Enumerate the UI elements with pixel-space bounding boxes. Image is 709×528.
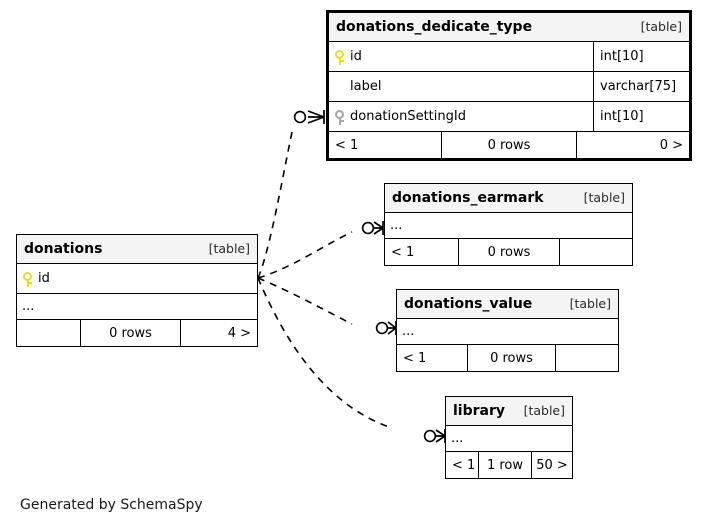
table-node-donations_earmark[interactable]: donations_earmark [table] ... < 1 0 rows — [384, 183, 633, 266]
footer-parent-count: < 1 — [452, 457, 476, 473]
column-name-cell: ... — [402, 324, 415, 339]
column-name-cell: ... — [451, 431, 464, 446]
table-header: library [table] — [446, 397, 572, 426]
relationship-donations-to-donations_value — [257, 277, 397, 335]
table-node-donations_value[interactable]: donations_value [table] ... < 1 0 rows — [396, 289, 619, 372]
table-kind-label: [table] — [583, 189, 625, 205]
footer-parent-count: < 1 — [403, 350, 427, 366]
table-row[interactable]: ... — [397, 319, 618, 345]
column-name: donationSettingId — [350, 109, 466, 124]
table-title: donations — [24, 241, 103, 257]
table-kind-label: [table] — [569, 295, 611, 311]
table-footer: < 1 1 row 50 > — [446, 452, 572, 478]
table-title: library — [453, 403, 506, 419]
table-row[interactable]: ... — [17, 294, 257, 320]
footer-child-count: 4 > — [227, 325, 251, 341]
relationship-donations-to-donations_earmark — [257, 221, 384, 279]
column-name-cell: id — [329, 42, 593, 71]
footer-row-count: 1 row — [478, 452, 532, 478]
foreign-key-icon — [335, 109, 346, 125]
footer-row-count: 0 rows — [458, 239, 560, 265]
table-kind-label: [table] — [640, 18, 682, 34]
table-kind-label: [table] — [523, 402, 565, 418]
column-type-cell: int[10] — [593, 42, 689, 71]
table-row[interactable]: ... — [385, 213, 632, 239]
table-title: donations_value — [404, 296, 533, 312]
column-type-cell: varchar[75] — [593, 72, 689, 101]
table-kind-label: [table] — [208, 240, 250, 256]
column-name-cell: ... — [390, 218, 403, 233]
footer-child-count — [556, 345, 618, 371]
column-name: label — [350, 79, 382, 94]
primary-key-icon — [23, 271, 34, 287]
footer-row-count: 0 rows — [80, 320, 181, 346]
column-name-cell: ... — [22, 299, 35, 314]
column-name-cell: label — [329, 72, 593, 101]
footer-child-count: 0 > — [659, 137, 683, 153]
relationship-donations-to-donations_dedicate_type — [257, 110, 325, 279]
column-type-cell: int[10] — [593, 102, 689, 131]
table-row[interactable]: id int[10] — [329, 42, 689, 72]
table-title: donations_dedicate_type — [336, 19, 533, 35]
column-name: id — [38, 271, 50, 286]
footer-child-count — [560, 239, 632, 265]
footer-parent-count — [17, 320, 80, 346]
table-header: donations_earmark [table] — [385, 184, 632, 213]
table-header: donations_dedicate_type [table] — [329, 13, 689, 42]
table-title: donations_earmark — [392, 190, 544, 206]
table-row[interactable]: id — [17, 264, 257, 294]
footer-child-count: 50 > — [536, 457, 568, 473]
table-footer: 0 rows 4 > — [17, 320, 257, 346]
table-node-donations_dedicate_type[interactable]: donations_dedicate_type [table] id int[1… — [326, 10, 692, 161]
footer-parent-count: < 1 — [391, 244, 415, 260]
footer-row-count: 0 rows — [467, 345, 556, 371]
column-name-cell: id — [17, 264, 257, 293]
table-footer: < 1 0 rows — [397, 345, 618, 371]
column-name: id — [350, 49, 362, 64]
footer-parent-count: < 1 — [335, 137, 359, 153]
table-row[interactable]: donationSettingId int[10] — [329, 102, 689, 132]
table-node-library[interactable]: library [table] ... < 1 1 row 50 > — [445, 396, 573, 479]
table-footer: < 1 0 rows — [385, 239, 632, 265]
no-key-spacer-icon — [335, 79, 346, 95]
table-node-donations[interactable]: donations [table] id ... 0 rows 4 > — [16, 234, 258, 347]
primary-key-icon — [335, 49, 346, 65]
table-header: donations_value [table] — [397, 290, 618, 319]
footer-row-count: 0 rows — [441, 132, 577, 158]
generated-by-caption: Generated by SchemaSpy — [20, 497, 203, 513]
table-footer: < 1 0 rows 0 > — [329, 132, 689, 158]
table-header: donations [table] — [17, 235, 257, 264]
table-row[interactable]: label varchar[75] — [329, 72, 689, 102]
table-row[interactable]: ... — [446, 426, 572, 452]
column-name-cell: donationSettingId — [329, 102, 593, 131]
